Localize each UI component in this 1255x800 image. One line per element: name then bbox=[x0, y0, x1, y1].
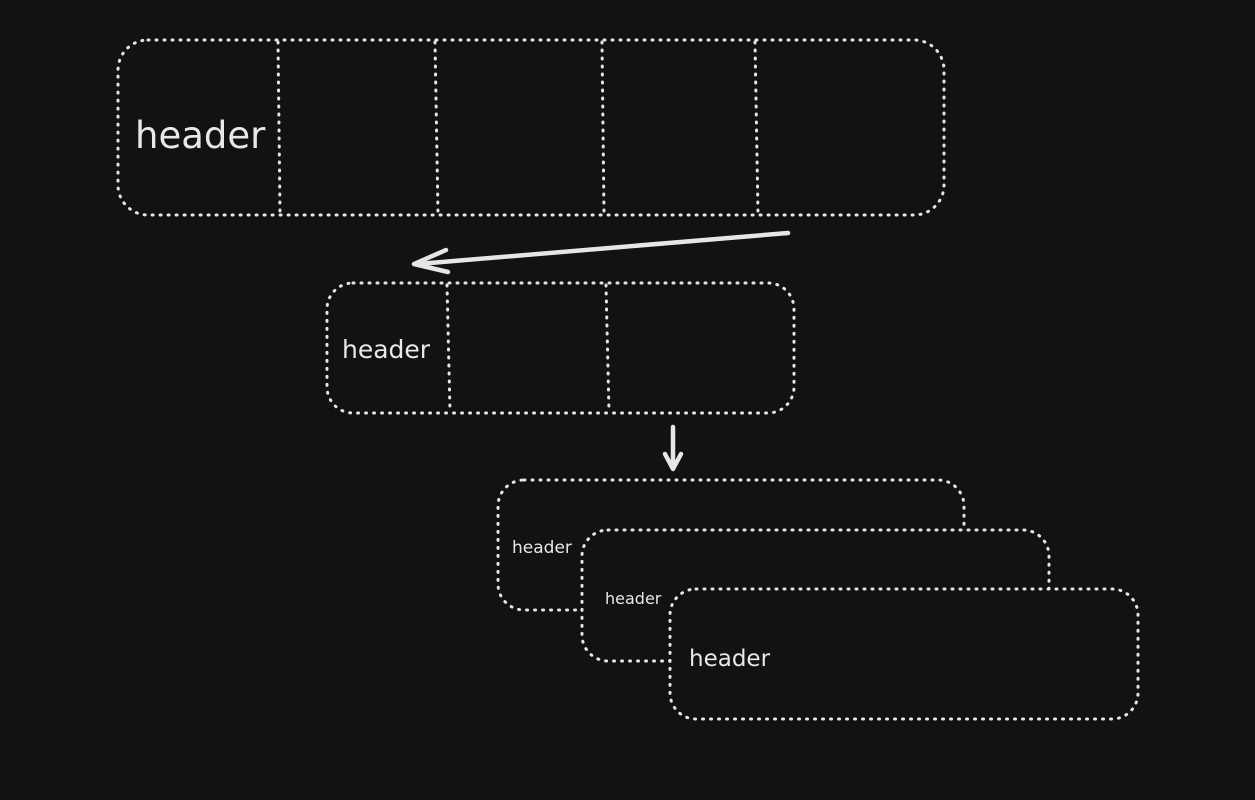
arrow-1-head bbox=[411, 247, 451, 275]
stage-3-card-3: header bbox=[668, 587, 1140, 721]
stage-1-divider-3 bbox=[600, 40, 606, 215]
arrow-1-shaft bbox=[415, 230, 791, 267]
stage-1-header-label: header bbox=[135, 114, 266, 157]
stage-2-container: header bbox=[325, 281, 796, 415]
arrow-stage2-to-stage3 bbox=[662, 424, 684, 472]
stage-2-divider-1 bbox=[445, 283, 452, 413]
stage-1-divider-4 bbox=[753, 40, 760, 215]
stage-3-card-2-header-label: header bbox=[605, 589, 662, 608]
stage-2-box bbox=[325, 281, 796, 415]
stage-3-card-1-header-label: header bbox=[512, 538, 572, 558]
arrow-stage1-to-stage2 bbox=[411, 230, 791, 275]
stage-2-header-label: header bbox=[342, 335, 431, 364]
stage-3-card-3-header-label: header bbox=[689, 646, 771, 672]
stage-1-container: header bbox=[116, 38, 946, 217]
stage-1-divider-1 bbox=[276, 40, 282, 215]
stage-3-card-3-box bbox=[668, 587, 1140, 721]
stage-2-divider-2 bbox=[604, 283, 611, 413]
arrow-2-head bbox=[662, 451, 684, 472]
stage-1-divider-2 bbox=[433, 40, 440, 215]
stage-1-box bbox=[116, 38, 946, 217]
stage-3-card-stack: header header header bbox=[496, 478, 1140, 721]
